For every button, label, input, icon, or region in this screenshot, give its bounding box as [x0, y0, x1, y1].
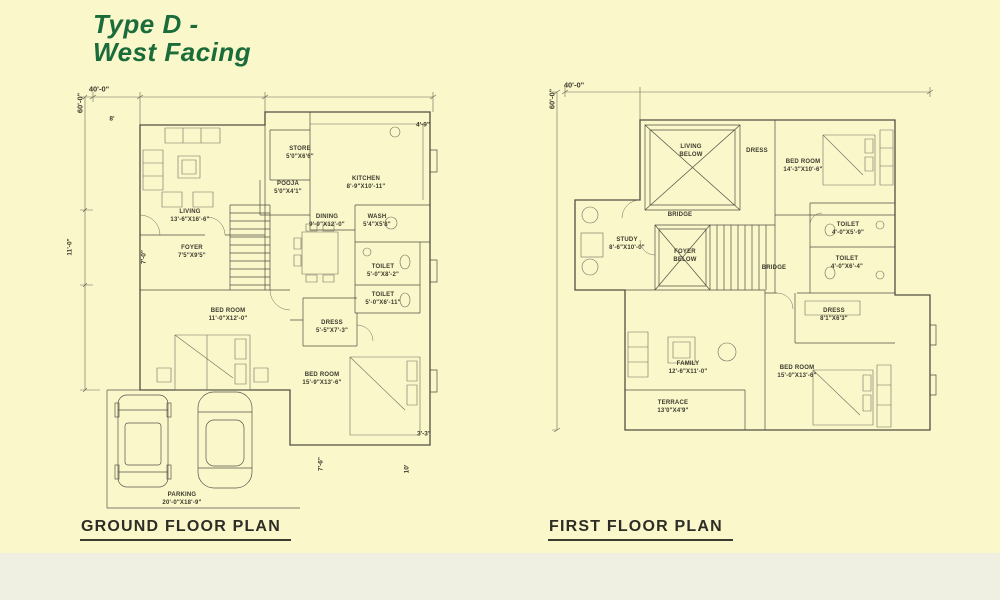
page-title: Type D - West Facing: [93, 10, 251, 66]
ground-floor-drawing: [80, 92, 438, 509]
gf-living-furniture: [142, 127, 221, 208]
gf-dim-seg5: 10': [403, 464, 411, 474]
gf-dim-seg3: 3'-3": [416, 430, 432, 438]
gf-dim-seg4: 7'-6": [317, 456, 325, 472]
gf-dim-seg6: 8': [109, 115, 115, 123]
ff-family-furniture: [627, 331, 737, 378]
gf-dim-top: 40'-0": [88, 84, 110, 94]
page-title-line1: Type D -: [93, 9, 199, 39]
ff-inner-walls: [625, 120, 937, 430]
gf-kitchen-counter: [310, 123, 424, 200]
ff-dim-left: 60'-0": [547, 88, 557, 110]
gf-door-arcs: [139, 214, 374, 342]
page-bottom-strip: [0, 553, 1000, 600]
first-floor-drawing: [552, 87, 937, 433]
page-title-line2: West Facing: [93, 37, 252, 68]
bed-icon: [812, 129, 894, 428]
ff-door-arcs: [621, 199, 823, 310]
gf-parking: [106, 389, 300, 509]
gf-dim-seg1: 7'-0": [140, 249, 148, 265]
bed-icon: [156, 334, 421, 436]
room-label-dress1-ff: DRESS: [746, 148, 768, 155]
room-label-bridge1-ff: BRIDGE: [667, 212, 693, 219]
room-label-bridge2-ff: BRIDGE: [761, 265, 787, 272]
ff-sanitary-fixtures: [804, 220, 885, 316]
ff-outer-walls: [574, 119, 931, 431]
ff-dimension-lines: [552, 87, 934, 433]
gf-dim-seg2: 4'-9": [415, 121, 431, 129]
ff-dim-top: 40'-0": [563, 80, 585, 90]
gf-dim-left: 60'-0": [75, 92, 85, 114]
ff-study-furniture: [580, 206, 604, 276]
car-icon: [197, 391, 253, 489]
gf-dim-seg0: 11'-0": [66, 238, 74, 256]
car-icon: [114, 394, 172, 488]
ground-floor-caption: GROUND FLOOR PLAN: [80, 518, 291, 541]
gf-inner-walls: [140, 112, 438, 393]
gf-sanitary-fixtures: [362, 216, 411, 308]
first-floor-caption: FIRST FLOOR PLAN: [548, 518, 733, 541]
sink-icon: [389, 126, 401, 138]
gf-dimension-lines: [80, 92, 437, 393]
dining-table-icon: [293, 223, 339, 283]
